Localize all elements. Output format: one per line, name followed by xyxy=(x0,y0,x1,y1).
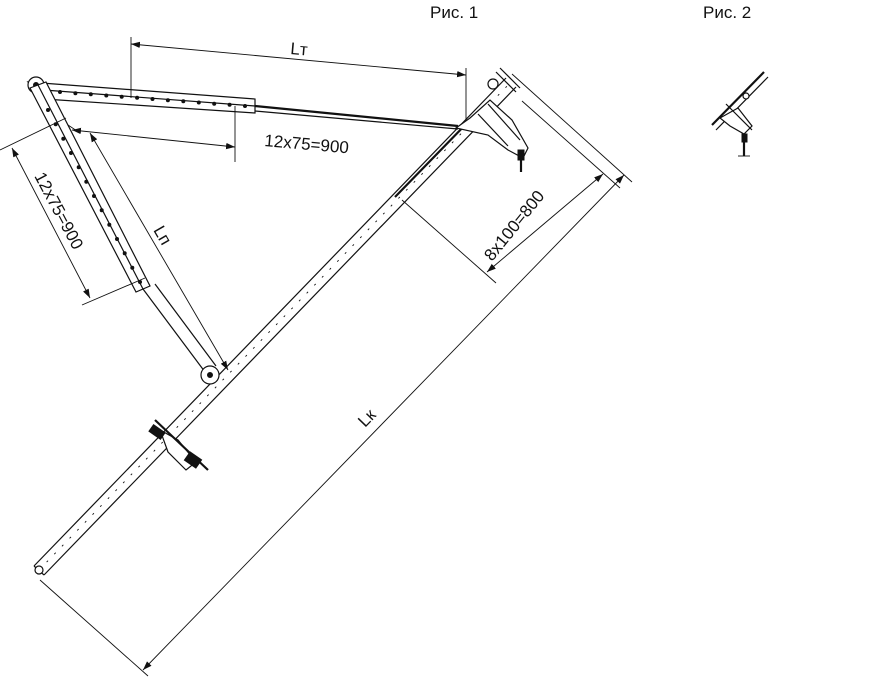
dimension-lk: Lк xyxy=(39,73,633,677)
figure-2 xyxy=(711,71,769,157)
hole xyxy=(119,94,124,99)
figure-1-label: Рис. 1 xyxy=(430,3,478,22)
hole xyxy=(84,179,89,184)
dimension-top-holes: 12x75=900 xyxy=(67,106,350,162)
hole xyxy=(46,108,50,112)
dimension-lt: Lт xyxy=(130,37,467,120)
hole xyxy=(135,95,140,100)
hole xyxy=(69,151,73,155)
dimension-lk-label: Lк xyxy=(354,405,380,431)
dimension-lp: Lп xyxy=(89,132,229,371)
upper-rod xyxy=(254,104,459,130)
hole xyxy=(88,92,93,97)
hole xyxy=(243,104,247,108)
upper-perforated-bar xyxy=(26,76,256,114)
hole xyxy=(115,237,119,241)
hole xyxy=(130,265,135,270)
figure-2-label: Рис. 2 xyxy=(703,3,751,22)
hole xyxy=(122,251,127,256)
hole xyxy=(104,93,109,98)
hole xyxy=(227,102,232,107)
main-beam xyxy=(33,77,517,576)
dimension-lt-label: Lт xyxy=(290,39,309,59)
hole xyxy=(196,100,201,105)
dimension-top-holes-label: 12x75=900 xyxy=(264,131,350,157)
hole xyxy=(165,98,170,103)
hole xyxy=(107,222,112,227)
hole xyxy=(73,91,78,96)
dimension-right-holes-label: 8x100=800 xyxy=(480,187,548,265)
hole xyxy=(76,165,81,170)
hole xyxy=(150,97,155,101)
hole xyxy=(99,208,104,213)
lower-clamp xyxy=(148,419,209,471)
figure-1: Lт 12x75=900 12x75=900 Lп 8x100=800 xyxy=(0,37,633,677)
hole xyxy=(92,194,96,198)
hole xyxy=(212,101,217,106)
dimension-lp-label: Lп xyxy=(150,223,176,249)
hole xyxy=(181,99,186,104)
hole xyxy=(61,136,66,141)
left-perforated-bar xyxy=(29,81,220,385)
hole xyxy=(58,90,62,94)
top-bracket xyxy=(454,67,529,172)
